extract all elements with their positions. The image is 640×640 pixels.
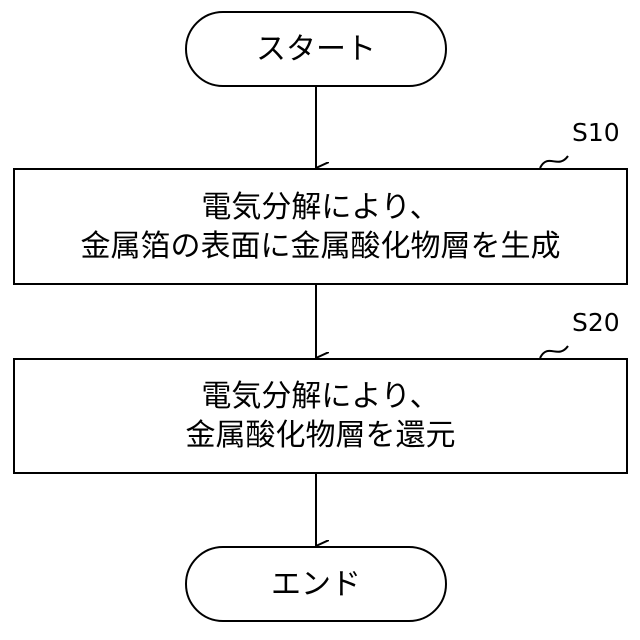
start-label: スタート [256, 30, 376, 69]
s20-line-1: 電気分解により、 [201, 377, 439, 416]
end-label: エンド [271, 565, 361, 604]
start-terminal: スタート [185, 11, 447, 87]
end-terminal: エンド [185, 546, 447, 622]
step-label-s10: S10 [572, 118, 620, 147]
process-step-s10: 電気分解により、 金属箔の表面に金属酸化物層を生成 [13, 168, 628, 285]
process-step-s20: 電気分解により、 金属酸化物層を還元 [13, 358, 628, 474]
s20-leader-line [540, 346, 568, 358]
step-label-s20: S20 [572, 308, 620, 337]
s10-leader-line [540, 156, 568, 168]
s10-line-2: 金属箔の表面に金属酸化物層を生成 [81, 227, 561, 266]
s10-line-1: 電気分解により、 [201, 188, 439, 227]
s20-line-2: 金属酸化物層を還元 [186, 416, 456, 455]
